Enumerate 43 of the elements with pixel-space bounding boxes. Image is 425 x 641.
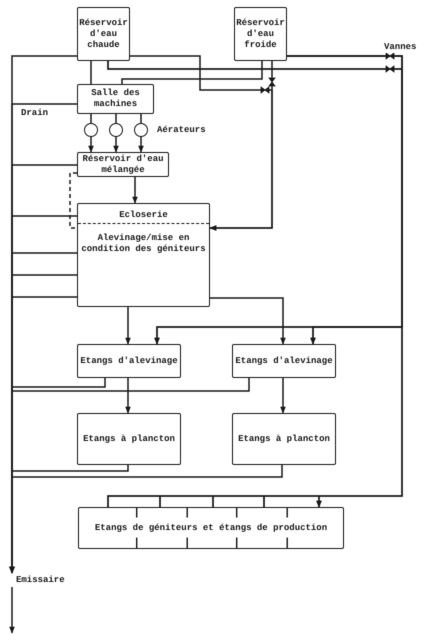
pipe-line xyxy=(115,114,117,123)
section-header: Ecloserie xyxy=(78,204,209,224)
node-label: Alevinage/mise en condition des géniteurs xyxy=(80,233,207,255)
flow-arrow xyxy=(9,587,15,634)
flow-arrow xyxy=(113,137,119,153)
node-label: Etangs d'alevinage xyxy=(235,356,333,366)
flow-arrow xyxy=(138,137,144,153)
flow-arrow xyxy=(125,378,131,414)
flow-arrow xyxy=(210,297,286,345)
aerator-symbol xyxy=(109,123,123,137)
node-label: Etangs de géniteurs et étangs de production xyxy=(94,522,328,534)
node-label: Salle des machines xyxy=(90,88,141,110)
pond-box xyxy=(77,344,181,378)
node-label: Réservoir d'eau mélangée xyxy=(81,154,164,176)
node-label: Réservoir d'eau froide xyxy=(235,18,286,50)
aerator-symbol xyxy=(84,123,98,137)
pipe-line xyxy=(121,61,263,84)
node-label: Etangs à plancton xyxy=(238,434,330,444)
flow-arrow xyxy=(132,177,138,204)
hatchery-box xyxy=(77,203,210,307)
flow-arrow xyxy=(88,137,94,153)
aerator-symbol xyxy=(134,123,148,137)
node-label: Etangs à plancton xyxy=(83,434,175,444)
flow-arrow xyxy=(9,465,283,574)
flow-arrow xyxy=(280,378,286,414)
valve-label: Vannes xyxy=(384,42,416,53)
pipe-line xyxy=(140,114,142,123)
reservoir-box xyxy=(77,152,169,177)
pond-box xyxy=(78,507,344,549)
pipe-line xyxy=(90,114,92,123)
flow-arrow xyxy=(125,307,131,345)
flow-arrow xyxy=(209,61,273,231)
node-label: Réservoir d'eau chaude xyxy=(78,18,129,50)
pipe-line xyxy=(90,61,92,84)
pond-box xyxy=(232,413,336,465)
pond-box xyxy=(77,413,181,465)
reservoir-box xyxy=(234,7,287,61)
pipe-line xyxy=(69,172,77,229)
machine-room-box xyxy=(77,84,154,114)
reservoir-box xyxy=(77,7,130,61)
node-label: Etangs d'alevinage xyxy=(80,356,178,366)
outlet-label: Emissaire xyxy=(16,574,65,586)
pond-box xyxy=(232,344,336,378)
